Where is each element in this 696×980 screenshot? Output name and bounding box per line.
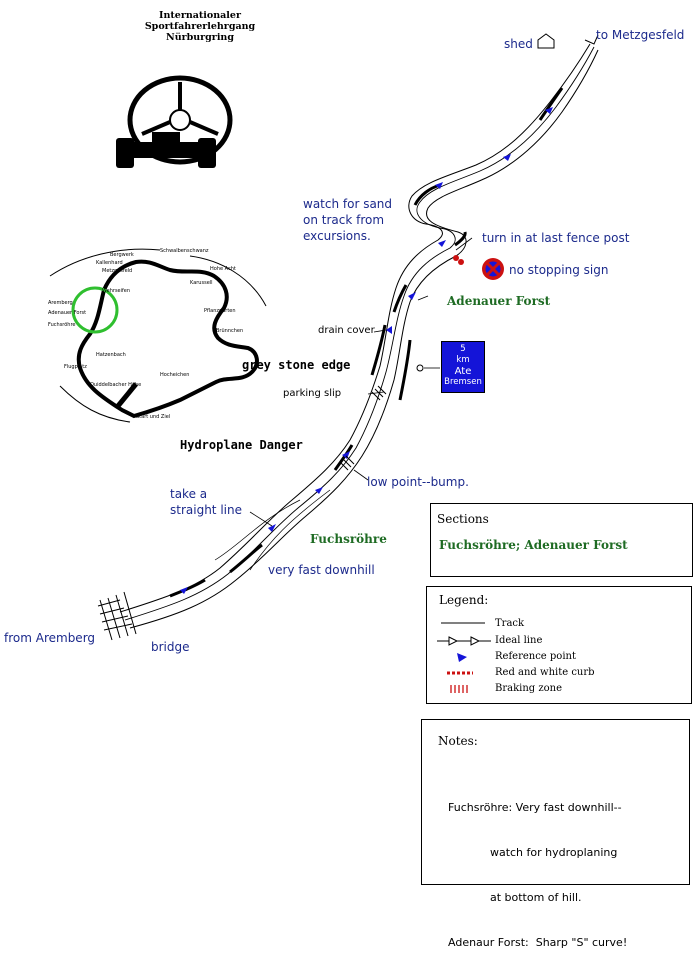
notes-row: Adenaur Forst: Sharp "S" curve! xyxy=(448,936,628,949)
pointer-line xyxy=(417,295,429,301)
notes-row: at bottom of hill. xyxy=(448,891,582,904)
minimap-label: Adenauer Forst xyxy=(48,310,86,316)
current-section-ring xyxy=(71,286,119,334)
label-watch-for-sand: watch for sand on track from excursions. xyxy=(303,197,393,243)
sections-title: Sections xyxy=(437,512,489,526)
ideal-line-crossing xyxy=(214,489,331,571)
pointer-line xyxy=(367,391,385,395)
nurburgring-minimap: BergwerkKallenhardWehrseifenArembergAden… xyxy=(48,248,267,423)
header-line-2: Sportfahrerlehrgang xyxy=(144,21,256,32)
minimap-label: Bergwerk xyxy=(110,252,134,258)
minimap-label: Metzgesfeld xyxy=(102,268,132,274)
legend-item-track: Track xyxy=(495,618,525,629)
label-fuchsrohre: Fuchsröhre xyxy=(310,532,387,546)
minimap-label: Karussell xyxy=(190,280,213,286)
sign-5km-ate-bremsen: 5 km Ate Bremsen xyxy=(441,341,485,393)
label-bridge: bridge xyxy=(151,640,190,654)
curb-segment xyxy=(454,231,467,247)
minimap-label: Wehrseifen xyxy=(102,288,130,294)
label-drain-cover: drain cover xyxy=(318,325,375,336)
notes-text: Fuchsröhre: Very fast downhill-- watch f… xyxy=(448,770,627,980)
label-parking-slip: parking slip xyxy=(283,388,342,399)
braking-zone xyxy=(339,385,387,471)
red-white-curb xyxy=(458,259,464,265)
pointer-line xyxy=(455,237,473,251)
course-header: Internationaler Sportfahrerlehrgang Nürb… xyxy=(130,10,270,43)
reference-point xyxy=(315,487,323,494)
minimap-label: Start und Ziel xyxy=(136,414,170,420)
label-take-straight-line: take a straight line xyxy=(170,487,242,517)
start-finish-straight xyxy=(116,382,138,408)
reference-point xyxy=(180,587,188,594)
minimap-label: Fuchsröhre xyxy=(48,322,76,328)
minimap-label: Schwalbenschwanz xyxy=(160,248,209,254)
notes-box: Notes: Fuchsröhre: Very fast downhill-- … xyxy=(421,719,690,949)
curb-segment xyxy=(169,578,206,598)
direction-arrow xyxy=(584,34,599,45)
minimap-label: Aremberg xyxy=(48,300,73,306)
minimap-label: Hocheichen xyxy=(160,372,189,378)
legend-box: Legend: Track Ideal line Reference point… xyxy=(426,586,692,704)
legend-braking-zone-symbol xyxy=(450,685,468,693)
steering-wheel-logo xyxy=(116,75,233,168)
curb-segment xyxy=(398,339,412,401)
minimap-label: Brünnchen xyxy=(216,328,243,334)
track-diagram xyxy=(97,33,599,641)
red-white-curb xyxy=(453,255,459,261)
pointer-line xyxy=(353,469,369,481)
reference-point xyxy=(268,524,276,532)
legend-item-ideal-line: Ideal line xyxy=(495,635,543,646)
legend-symbols xyxy=(437,622,491,693)
minimap-label: Pflanzgarten xyxy=(204,308,236,314)
label-to-metzgesfeld: to Metzgesfeld xyxy=(596,28,685,42)
reference-point xyxy=(503,154,511,161)
reference-point xyxy=(435,182,443,189)
pointer-line xyxy=(249,511,273,527)
legend-ideal-line-symbol xyxy=(437,636,491,646)
shed-icon xyxy=(537,33,555,49)
legend-title: Legend: xyxy=(439,593,489,607)
bridge-structure xyxy=(97,591,137,641)
reference-point xyxy=(438,240,446,247)
minimap-label: Hohe Acht xyxy=(210,266,236,272)
header-line-1: Internationaler xyxy=(159,10,241,21)
minimap-label: Hatzenbach xyxy=(96,352,126,358)
curb-segment xyxy=(538,87,564,121)
notes-row: Fuchsröhre: Very fast downhill-- xyxy=(448,801,622,814)
minimap-label: Flugplatz xyxy=(64,364,87,370)
curb-segment xyxy=(370,324,387,376)
legend-item-braking-zone: Braking zone xyxy=(495,683,563,694)
reference-point xyxy=(408,292,416,300)
pointer-line xyxy=(373,329,387,333)
label-grey-stone-edge: grey stone edge xyxy=(242,358,351,372)
sections-text: Fuchsröhre; Adenauer Forst xyxy=(439,538,628,552)
curb-segment xyxy=(392,284,408,313)
notes-row: watch for hydroplaning xyxy=(448,846,618,859)
legend-item-curb: Red and white curb xyxy=(495,667,595,678)
label-very-fast-downhill: very fast downhill xyxy=(268,563,375,577)
label-shed: shed xyxy=(504,37,533,51)
label-adenauer-forst: Adenauer Forst xyxy=(447,294,551,308)
label-no-stopping: no stopping sign xyxy=(509,263,609,277)
minimap-label: Quiddelbacher Höhe xyxy=(90,382,141,388)
legend-item-reference-point: Reference point xyxy=(495,651,576,662)
sections-box: Sections Fuchsröhre; Adenauer Forst xyxy=(430,503,693,577)
legend-reference-point-symbol xyxy=(457,653,467,662)
no-stopping-sign-icon xyxy=(482,258,504,280)
label-hydroplane-danger: Hydroplane Danger xyxy=(180,438,303,452)
label-turn-in: turn in at last fence post xyxy=(482,231,630,245)
label-from-aremberg: from Aremberg xyxy=(4,631,96,645)
reference-point xyxy=(545,107,553,114)
track-edge-right xyxy=(129,49,599,629)
track-edge-left xyxy=(119,43,591,613)
minimap-track xyxy=(76,259,259,419)
header-line-3: Nürburgring xyxy=(166,32,234,43)
label-low-point: low point--bump. xyxy=(367,475,469,489)
ideal-line xyxy=(124,46,595,621)
reference-point xyxy=(342,451,350,459)
reference-point xyxy=(386,326,392,334)
minimap-label: Kallenhard xyxy=(96,260,123,266)
notes-title: Notes: xyxy=(438,734,478,748)
sign-post xyxy=(416,364,424,372)
